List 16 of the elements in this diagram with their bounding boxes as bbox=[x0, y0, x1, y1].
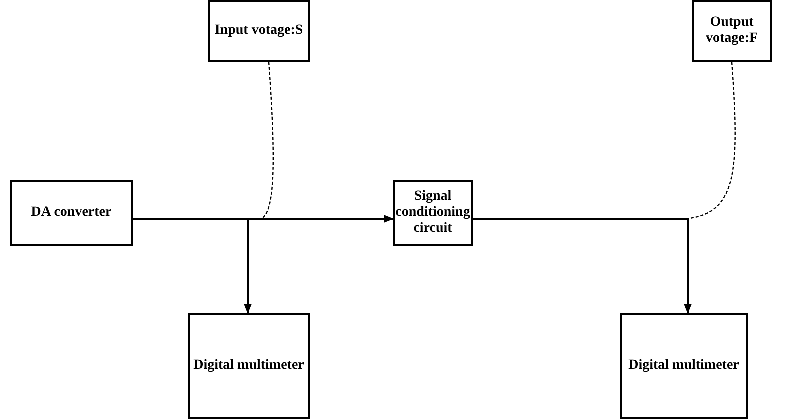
arrow bbox=[133, 218, 252, 314]
box-label: Digital multimeter bbox=[628, 358, 740, 374]
leader-line bbox=[686, 62, 736, 220]
process-box bbox=[208, 0, 310, 62]
box-label: Input votage:S bbox=[214, 22, 304, 40]
process-box bbox=[620, 313, 748, 419]
leader-line bbox=[260, 62, 274, 220]
box-label: Digital multimeter bbox=[194, 358, 304, 374]
process-box bbox=[188, 313, 310, 419]
arrow bbox=[473, 218, 692, 314]
process-box bbox=[10, 180, 133, 246]
process-box bbox=[393, 180, 473, 246]
box-label: Signal conditioning circuit bbox=[396, 188, 470, 238]
box-label: DA converter bbox=[31, 204, 112, 222]
process-box bbox=[692, 0, 772, 62]
box-label: Output votage:F bbox=[704, 14, 760, 48]
